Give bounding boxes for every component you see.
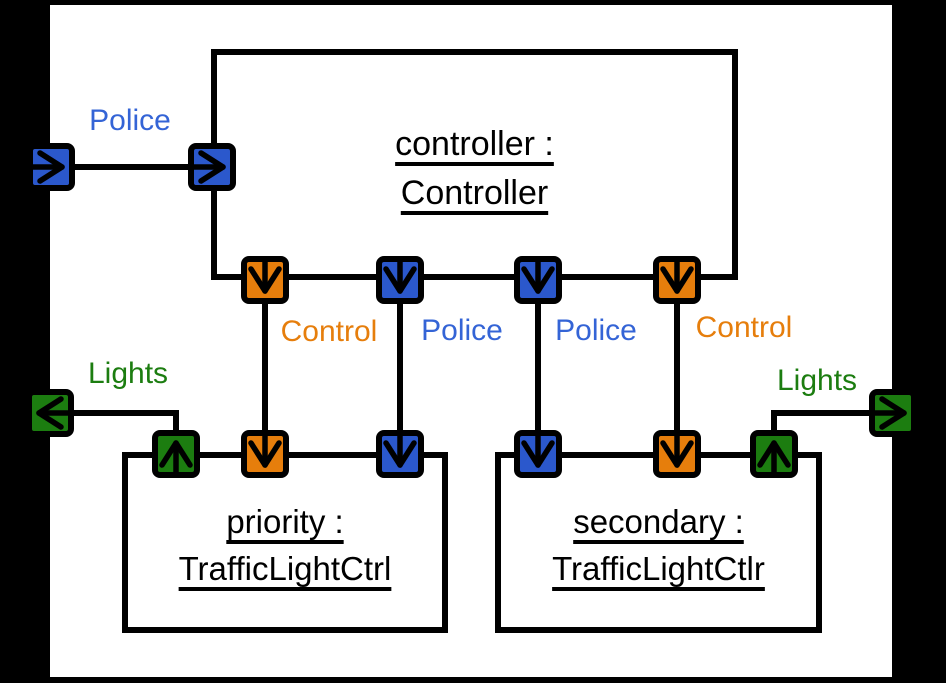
controller-instance-name: controller : [395, 124, 554, 163]
port-police-frame-left-icon [27, 143, 75, 191]
secondary-title: secondary : TrafficLightCtlr [552, 498, 765, 592]
label-lights-right: Lights [776, 364, 858, 397]
port-control-priority-top-icon [241, 430, 289, 478]
port-lights-frame-right-icon [869, 389, 917, 437]
port-police-secondary-top-icon [514, 430, 562, 478]
connector-control-left-vertical [262, 300, 268, 434]
port-lights-priority-top-icon [152, 430, 200, 478]
port-lights-secondary-top-icon [750, 430, 798, 478]
down-arrow-icon [521, 262, 555, 294]
right-arrow-icon [194, 150, 226, 184]
label-lights-left: Lights [87, 357, 169, 390]
label-police-center-right: Police [555, 314, 637, 347]
down-arrow-icon [248, 262, 282, 294]
port-control-controller-bottom-right-icon [653, 256, 701, 304]
connector-lights-right-vertical [771, 410, 777, 436]
down-arrow-icon [383, 262, 417, 294]
connector-police-right-vertical [535, 300, 541, 434]
port-police-controller-bottom-left-icon [376, 256, 424, 304]
secondary-block: secondary : TrafficLightCtlr [495, 452, 822, 633]
label-control-right: Control [695, 311, 793, 344]
down-arrow-icon [248, 436, 282, 468]
connector-lights-left-vertical [173, 410, 179, 436]
down-arrow-icon [660, 436, 694, 468]
secondary-instance-name: secondary : [573, 502, 744, 540]
port-lights-frame-left-icon [26, 389, 74, 437]
port-control-secondary-top-icon [653, 430, 701, 478]
right-arrow-icon [875, 396, 907, 430]
left-arrow-icon [36, 396, 68, 430]
connector-police-left [70, 164, 192, 170]
controller-type-name: Controller [400, 173, 549, 212]
label-police-top-left: Police [89, 104, 171, 137]
connector-lights-right-horizontal [771, 410, 871, 416]
connector-police-left-vertical [397, 300, 403, 434]
port-police-controller-left-icon [188, 143, 236, 191]
controller-title: controller : Controller [395, 120, 554, 218]
port-control-controller-bottom-left-icon [241, 256, 289, 304]
connector-control-right-vertical [674, 300, 680, 434]
secondary-type-name: TrafficLightCtlr [552, 549, 765, 587]
priority-instance-name: priority : [226, 502, 344, 540]
label-police-center-left: Police [421, 314, 503, 347]
label-control-left: Control [280, 315, 378, 348]
port-police-controller-bottom-right-icon [514, 256, 562, 304]
connector-lights-left-horizontal [70, 410, 179, 416]
down-arrow-icon [383, 436, 417, 468]
priority-block: priority : TrafficLightCtrl [122, 452, 448, 633]
right-arrow-icon [33, 150, 65, 184]
priority-title: priority : TrafficLightCtrl [179, 498, 392, 592]
priority-type-name: TrafficLightCtrl [178, 549, 392, 587]
up-arrow-icon [159, 440, 193, 472]
down-arrow-icon [521, 436, 555, 468]
up-arrow-icon [757, 440, 791, 472]
port-police-priority-top-icon [376, 430, 424, 478]
controller-block: controller : Controller [211, 49, 738, 280]
down-arrow-icon [660, 262, 694, 294]
